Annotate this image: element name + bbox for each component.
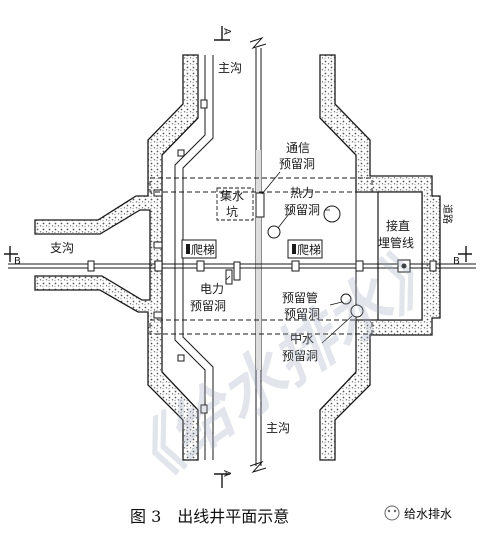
pipe-clip bbox=[429, 260, 437, 272]
leader-medium-water bbox=[321, 315, 353, 344]
break-mark-bottom bbox=[249, 460, 267, 474]
ladder-right-rung bbox=[292, 244, 296, 254]
right-pipe-box bbox=[377, 191, 423, 321]
duct-clip bbox=[153, 189, 163, 197]
ladder-left-label: 爬梯 bbox=[191, 243, 215, 257]
electric-label-line1: 电力 bbox=[200, 282, 224, 296]
lower-reserved-zone bbox=[149, 319, 373, 335]
pipe-clip bbox=[196, 260, 205, 272]
wechat-icon-dot bbox=[393, 509, 397, 513]
leader-electric bbox=[225, 275, 231, 281]
duct-clip bbox=[153, 311, 163, 319]
wechat-icon-dot bbox=[387, 509, 391, 513]
pipe-reserved-hole-circle bbox=[340, 293, 352, 305]
direct-buried-label-line2: 埋管线 bbox=[378, 235, 414, 250]
pipe-clip bbox=[355, 260, 364, 272]
ladder-right-box bbox=[287, 239, 323, 259]
duct-clip bbox=[177, 149, 185, 157]
telecom-label-line2: 预留洞 bbox=[279, 157, 315, 171]
heat-label-line2: 预留洞 bbox=[284, 203, 320, 217]
branch-ditch-label: 支沟 bbox=[50, 241, 74, 255]
section-a-top-mark bbox=[214, 26, 230, 41]
section-b-left-mark bbox=[4, 246, 18, 262]
upper-reserved-zone bbox=[149, 177, 373, 193]
telecom-label-line1: 通信 bbox=[286, 141, 310, 155]
break-mark-top bbox=[249, 36, 267, 50]
section-b-right-label: B bbox=[453, 256, 460, 267]
main-ditch-bottom-label: 主沟 bbox=[266, 421, 290, 435]
sump-pit-label-line2: 坑 bbox=[226, 204, 238, 219]
ladder-left-rung bbox=[186, 244, 190, 254]
right-vertical-label: 道路 bbox=[441, 204, 454, 224]
section-b-right-mark bbox=[458, 246, 472, 262]
figure-caption: 图 3 出线井平面示意 bbox=[130, 507, 289, 526]
duct-clip bbox=[200, 99, 208, 109]
electric-label-line2: 预留洞 bbox=[190, 299, 226, 313]
section-a-bottom-mark bbox=[214, 473, 230, 488]
electric-reserved-hole-marker bbox=[233, 261, 241, 281]
pipe-clip bbox=[87, 260, 95, 272]
brand-watermark: 给水排水 bbox=[384, 505, 452, 521]
leader-telecom bbox=[261, 171, 281, 195]
pipe-clip bbox=[291, 260, 300, 272]
medium-water-label-line1: 中水 bbox=[290, 331, 314, 346]
ladder-right-label: 爬梯 bbox=[297, 243, 321, 257]
wechat-icon bbox=[384, 505, 400, 521]
ladder-left-box bbox=[181, 239, 217, 259]
sump-pit-label-line1: 集水 bbox=[220, 188, 244, 203]
section-a-top-label: A bbox=[221, 28, 232, 35]
medium-water-reserved-hole-circle bbox=[350, 304, 364, 318]
heat-label-line1: 热力 bbox=[290, 186, 314, 200]
leader-heat bbox=[277, 209, 293, 229]
duct-clip bbox=[177, 354, 185, 362]
pipe-reserved-label-line2: 预留洞 bbox=[284, 307, 320, 321]
direct-buried-label-line1: 接直 bbox=[386, 218, 410, 233]
main-ditch-top-label: 主沟 bbox=[218, 61, 242, 75]
duct-clip bbox=[153, 241, 163, 249]
section-b-left-label: B bbox=[14, 256, 21, 267]
brand-text: 给水排水 bbox=[404, 507, 452, 521]
left-cable-duct-outer bbox=[174, 55, 206, 460]
pipe-clip bbox=[154, 260, 163, 272]
heat-reserved-hole-circle-2 bbox=[323, 205, 341, 223]
pipe-reserved-label-line1: 预留管 bbox=[282, 290, 318, 305]
heat-reserved-hole-circle-1 bbox=[267, 225, 281, 239]
pipe-valve-dot bbox=[401, 263, 407, 269]
sump-pit-outline bbox=[216, 187, 254, 221]
section-a-bottom-label: A bbox=[221, 470, 232, 477]
medium-water-label-line2: 预留洞 bbox=[282, 349, 318, 363]
duct-clip bbox=[200, 404, 208, 414]
telecom-reserved-hole-slot bbox=[255, 192, 265, 218]
leader-pipe bbox=[329, 301, 343, 306]
center-divider-fill bbox=[256, 150, 261, 370]
